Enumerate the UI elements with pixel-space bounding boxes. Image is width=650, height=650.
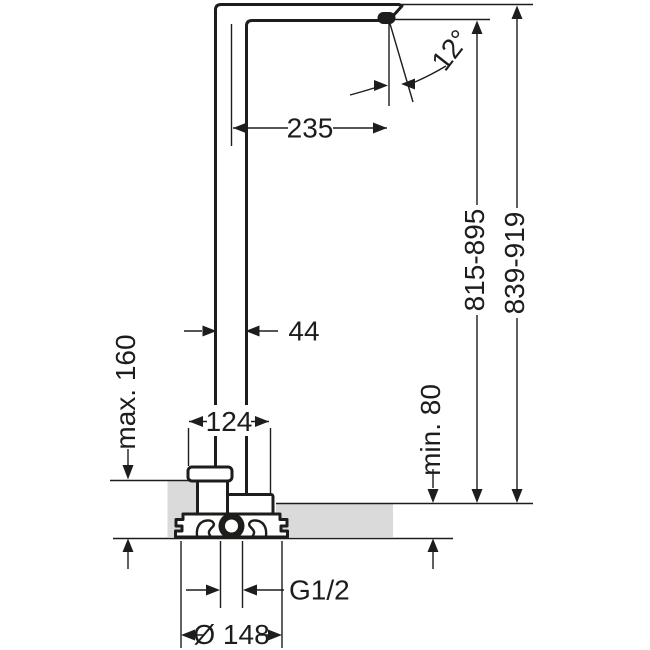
arrowhead-left-icon <box>243 584 257 596</box>
floor-slab-right <box>276 504 393 537</box>
arrowhead-left-icon <box>245 325 260 337</box>
dim-height-total: 839-919 <box>499 5 530 503</box>
floor-section <box>110 479 533 540</box>
arrowhead-up-icon <box>511 5 523 19</box>
dim-max-buildup-160: max. 160 <box>110 334 141 569</box>
arrowhead-up-icon <box>122 538 134 552</box>
mounting-clip-left <box>195 519 215 537</box>
arrowhead-down-icon <box>511 489 523 503</box>
dim-label-thread: G1/2 <box>289 575 350 606</box>
angle-arc-right <box>414 65 447 83</box>
faucet <box>174 3 404 539</box>
body-step <box>226 493 275 516</box>
arrowhead-right-icon <box>202 325 217 337</box>
dim-label-reach: 235 <box>287 113 334 144</box>
dim-label-angle: 12° <box>425 24 475 76</box>
arrowhead-left-icon <box>233 122 247 134</box>
dim-min-floor-80: min. 80 <box>415 384 446 569</box>
dim-base-diameter-148: Ø 148 <box>180 541 283 650</box>
label-background <box>206 405 253 436</box>
dim-label-height-to-spout: 815-895 <box>459 209 490 312</box>
arrowhead-down-icon <box>471 489 483 503</box>
arrowhead-right-icon <box>374 80 388 91</box>
dim-label-min-floor: min. 80 <box>415 384 446 476</box>
arrowhead-right-icon <box>268 629 282 641</box>
dim-height-to-spout: 815-895 <box>459 20 490 503</box>
dim-label-base-diameter: Ø 148 <box>193 619 269 650</box>
angle-arc-left <box>349 87 375 96</box>
arrowhead-right-icon <box>206 584 220 596</box>
spout-aerator <box>377 12 396 24</box>
mixer-body <box>196 479 229 516</box>
arrowhead-right-icon <box>373 122 387 134</box>
arrowhead-left-icon <box>181 629 195 641</box>
dim-label-column-width: 44 <box>288 316 319 347</box>
arrowhead-left-icon <box>401 78 415 90</box>
dim-label-height-total: 839-919 <box>499 212 530 315</box>
dim-thread-g12: G1/2 <box>186 541 350 608</box>
dim-label-body-width: 124 <box>206 406 253 437</box>
dim-label-max-buildup: max. 160 <box>110 334 141 449</box>
angle-slanted-line <box>388 21 414 103</box>
dim-angle-12deg: 12° <box>349 21 476 106</box>
arrowhead-left-icon <box>189 416 203 427</box>
dim-reach-235: 235 <box>230 24 387 146</box>
arrowhead-down-icon <box>122 465 134 480</box>
dim-body-width-124: 124 <box>187 405 272 493</box>
arrowhead-right-icon <box>255 416 269 427</box>
arrowhead-up-icon <box>471 20 483 34</box>
pipe-connection-bore <box>225 519 238 533</box>
handle-plate <box>186 465 234 483</box>
arrowhead-up-icon <box>427 538 439 552</box>
arrowhead-down-icon <box>427 489 439 503</box>
mounting-clip-right <box>248 519 268 537</box>
dim-column-width-44: 44 <box>184 316 320 347</box>
